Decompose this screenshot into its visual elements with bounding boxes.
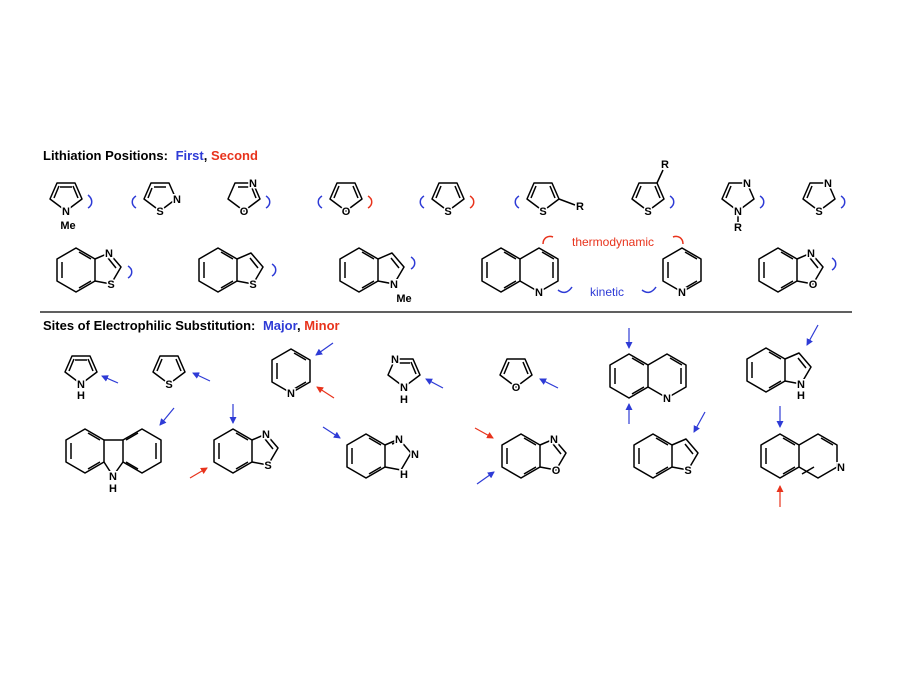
atom-label: S bbox=[644, 206, 651, 218]
atom-label: H bbox=[77, 390, 85, 402]
n-r-imidazole-structure bbox=[721, 182, 765, 222]
benzothiophene-structure bbox=[198, 247, 277, 293]
atom-label: H bbox=[797, 390, 805, 402]
2-r-thiophene-structure bbox=[514, 182, 576, 212]
atom-label: O bbox=[552, 465, 561, 477]
lithiation-comma: , bbox=[203, 148, 208, 163]
thermodynamic-label: thermodynamic bbox=[572, 235, 654, 249]
atom-label: N bbox=[824, 178, 832, 190]
atom-label: R bbox=[734, 222, 742, 234]
atom-label: S bbox=[107, 279, 114, 291]
atom-label: S bbox=[264, 460, 271, 472]
e-imidazole-structure bbox=[387, 358, 444, 389]
atom-label: N bbox=[77, 379, 85, 391]
e-indole-structure bbox=[746, 324, 819, 393]
e-pyridine-structure bbox=[271, 342, 335, 399]
e-furan-structure bbox=[499, 358, 559, 389]
atom-label: N bbox=[400, 382, 408, 394]
electrophilic-title: Sites of Electrophilic Substitution: Maj… bbox=[43, 318, 340, 333]
atom-label: N bbox=[105, 248, 113, 260]
e-quinoline-structure bbox=[609, 328, 687, 424]
e-indazole-structure bbox=[322, 426, 412, 479]
e-thiophene-structure bbox=[152, 355, 211, 385]
3-r-thiophene-structure bbox=[631, 169, 675, 212]
atom-label: N bbox=[734, 206, 742, 218]
electrophilic-title-text: Sites of Electrophilic Substitution: bbox=[43, 318, 256, 333]
atom-label: H bbox=[109, 483, 117, 495]
atom-label: S bbox=[165, 379, 172, 391]
atom-label: O bbox=[809, 279, 818, 291]
atom-label: N bbox=[390, 279, 398, 291]
first-label: First bbox=[175, 148, 204, 163]
atom-label: S bbox=[156, 206, 163, 218]
furan-structure bbox=[317, 182, 373, 212]
atom-label: N bbox=[62, 206, 70, 218]
e-benzothiazole-structure bbox=[189, 404, 279, 479]
atom-label: N bbox=[262, 429, 270, 441]
major-label: Major bbox=[262, 318, 297, 333]
atom-label: N bbox=[391, 354, 399, 366]
pyridine-structure bbox=[641, 235, 702, 294]
atom-label: N bbox=[287, 388, 295, 400]
atom-label: N bbox=[837, 462, 845, 474]
atom-label: O bbox=[342, 206, 351, 218]
atom-label: N bbox=[173, 194, 181, 206]
e-pyrrole-structure bbox=[64, 355, 119, 385]
atom-label: H bbox=[400, 394, 408, 406]
atom-label: S bbox=[684, 465, 691, 477]
oxazole-structure bbox=[227, 182, 271, 212]
minor-label: Minor bbox=[304, 318, 340, 333]
thiazole-structure bbox=[802, 182, 846, 212]
kinetic-label: kinetic bbox=[590, 285, 624, 299]
e-isoquinoline-structure bbox=[760, 406, 838, 507]
n-methylpyrrole-structure bbox=[49, 182, 93, 212]
atom-label: R bbox=[576, 201, 584, 213]
atom-label: S bbox=[249, 279, 256, 291]
atom-label: O bbox=[240, 206, 249, 218]
e-benzoxazole-structure bbox=[474, 427, 567, 485]
atom-label: N bbox=[663, 393, 671, 405]
atom-label: N bbox=[535, 287, 543, 299]
atom-label: N bbox=[678, 287, 686, 299]
atom-label: S bbox=[815, 206, 822, 218]
atom-label: S bbox=[444, 206, 451, 218]
atom-label: N bbox=[395, 434, 403, 446]
e-benzothiophene-structure bbox=[633, 411, 706, 479]
atom-label: N bbox=[797, 379, 805, 391]
atom-label: S bbox=[539, 206, 546, 218]
atom-label: O bbox=[512, 382, 521, 394]
atom-label: N bbox=[109, 471, 117, 483]
electrophilic-comma: , bbox=[296, 318, 301, 333]
atom-label: Me bbox=[396, 293, 411, 305]
atom-label: N bbox=[807, 248, 815, 260]
n-methylindole-structure bbox=[339, 247, 416, 293]
atom-label: Me bbox=[60, 220, 75, 232]
atom-label: N bbox=[249, 178, 257, 190]
e-carbazole-structure bbox=[65, 407, 175, 477]
thiophene-structure bbox=[419, 182, 475, 212]
atom-label: N bbox=[411, 449, 419, 461]
atom-label: R bbox=[661, 159, 669, 171]
second-label: Second bbox=[210, 148, 258, 163]
isothiazole-structure bbox=[131, 182, 177, 212]
lithiation-title-text: Lithiation Positions: bbox=[43, 148, 168, 163]
lithiation-title: Lithiation Positions: First, Second bbox=[43, 148, 258, 163]
atom-label: H bbox=[400, 469, 408, 481]
quinoline-structure bbox=[481, 235, 573, 294]
benzoxazole-structure bbox=[758, 247, 837, 293]
benzothiazole-structure bbox=[56, 247, 133, 293]
atom-label: N bbox=[550, 434, 558, 446]
atom-label: N bbox=[743, 178, 751, 190]
